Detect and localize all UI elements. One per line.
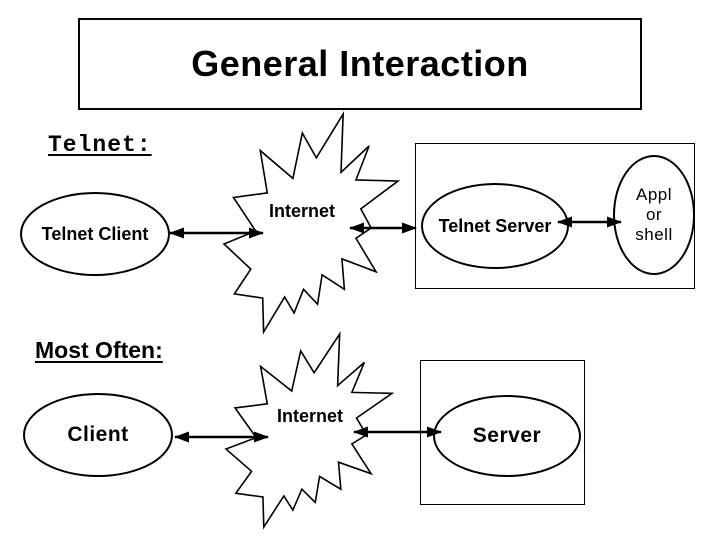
client-node: Client [23,393,173,477]
server-node: Server [433,395,581,477]
appl-line: Appl [635,185,673,204]
shell-line: shell [635,225,673,244]
most-often-heading: Most Often: [35,337,163,363]
or-line: or [645,205,663,224]
telnet-heading: Telnet: [48,132,152,158]
appl-or-shell-node: Appl or shell [613,155,695,275]
telnet-client-label: Telnet Client [41,223,149,244]
title-box: General Interaction [78,18,642,110]
telnet-server-node: Telnet Server [421,183,569,269]
telnet-client-node: Telnet Client [20,192,170,276]
internet-burst-top-icon [224,114,398,332]
server-label: Server [472,424,542,447]
internet-burst-bottom-icon [226,334,392,527]
appl-or-shell-label: Appl or shell [635,185,672,245]
client-label: Client [67,423,129,446]
internet-label-bottom: Internet [276,406,343,426]
telnet-server-label: Telnet Server [438,215,552,236]
internet-label-top: Internet [268,201,335,221]
slide-title: General Interaction [191,43,529,84]
